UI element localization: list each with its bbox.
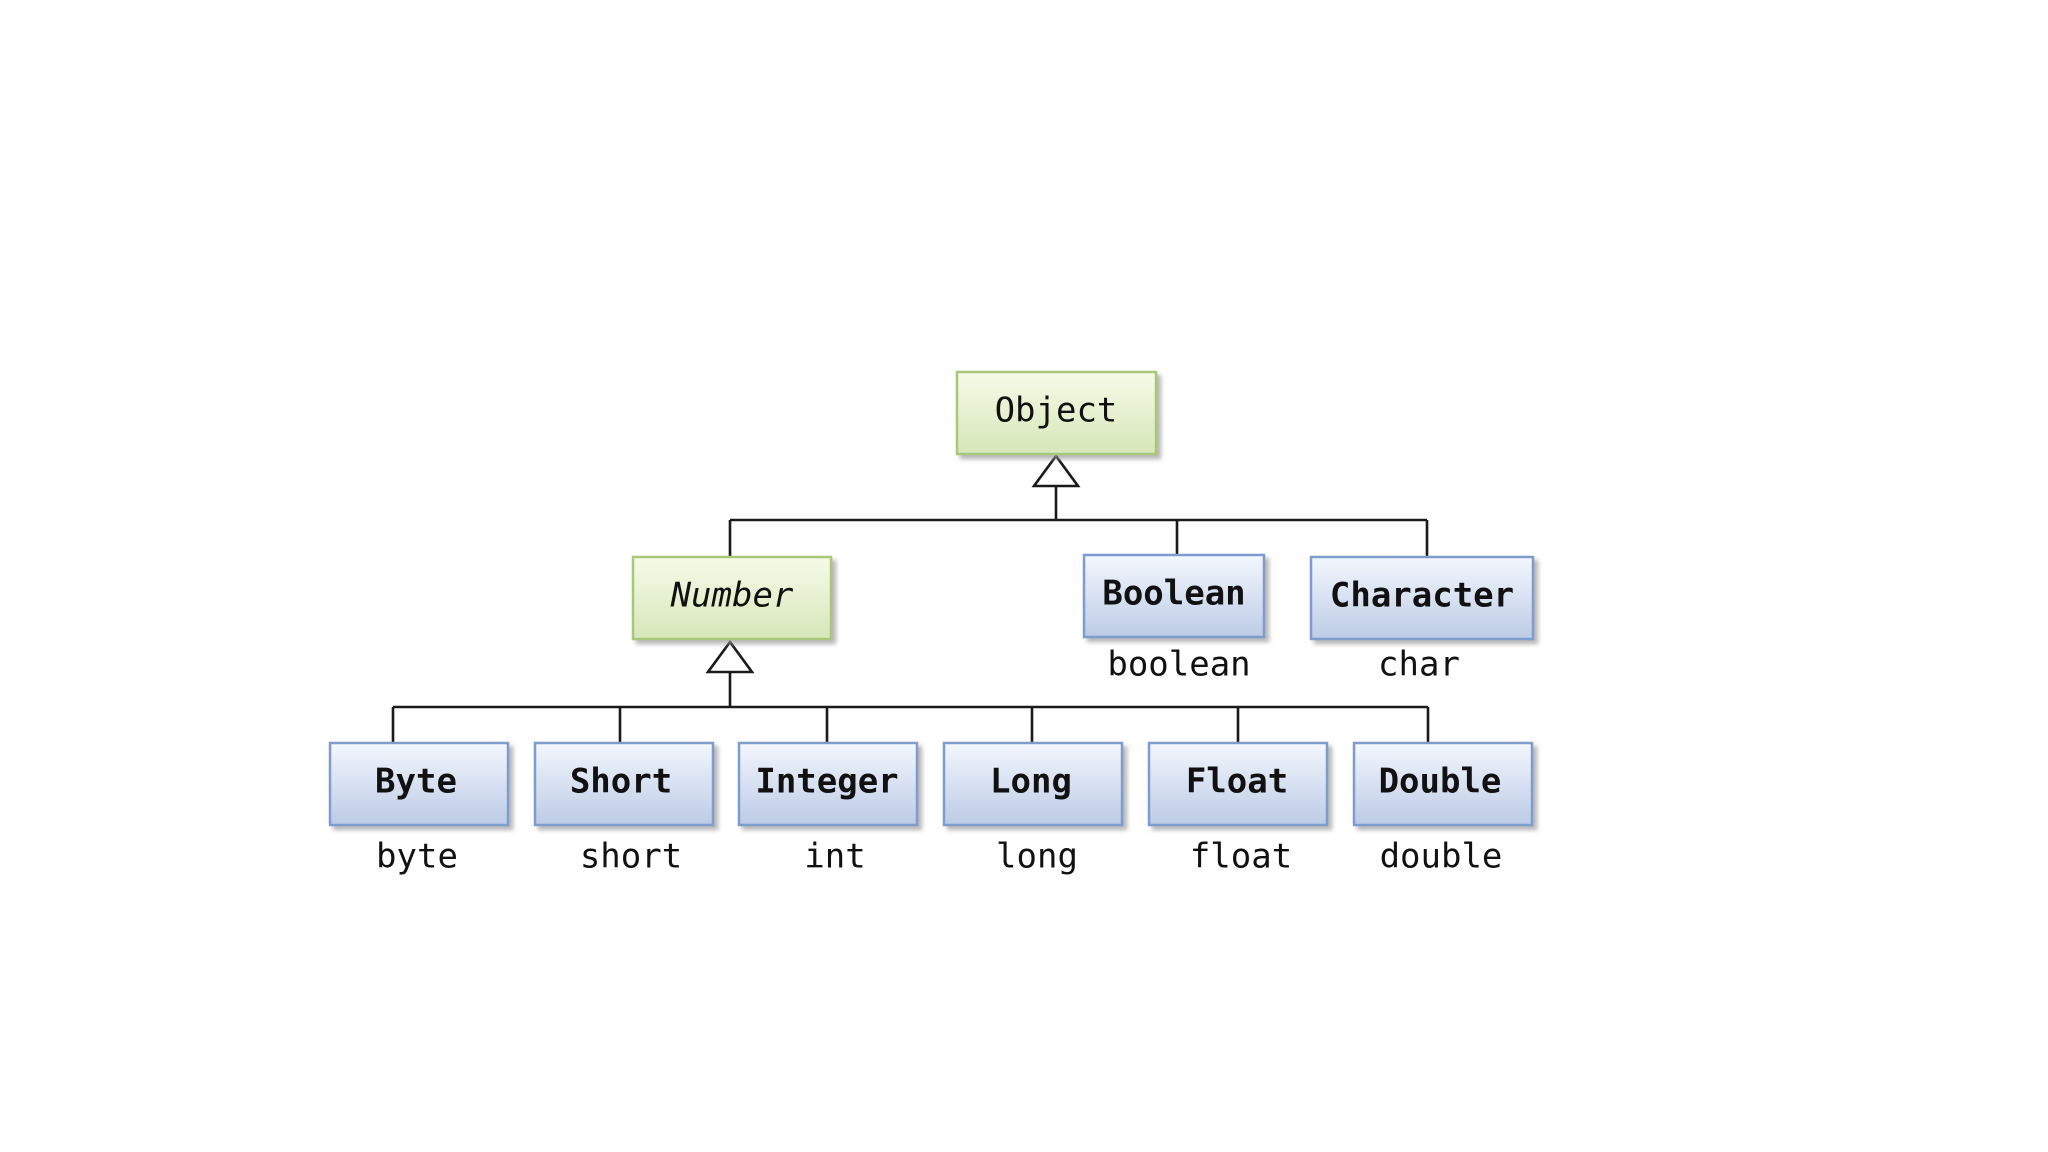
class-box-short (533, 741, 715, 827)
inheritance-arrow-icon (1031, 453, 1081, 488)
class-label-double: Double (1379, 762, 1502, 802)
primitive-label-short: short (580, 837, 682, 877)
class-label-long: Long (990, 762, 1072, 802)
class-label-byte: Byte (375, 762, 457, 802)
class-label-float: Float (1186, 762, 1288, 802)
class-box-double (1352, 741, 1534, 827)
class-label-integer: Integer (755, 762, 898, 802)
inheritance-arrow-icon (705, 639, 755, 674)
class-label-object: Object (995, 391, 1118, 431)
class-box-byte (328, 741, 510, 827)
primitive-label-byte: byte (376, 837, 458, 877)
class-box-number (631, 555, 833, 641)
primitive-label-int: int (804, 837, 865, 877)
class-label-boolean: Boolean (1102, 574, 1245, 614)
class-box-float (1147, 741, 1329, 827)
primitive-label-double: double (1380, 837, 1503, 877)
class-label-short: Short (570, 762, 672, 802)
class-label-character: Character (1330, 576, 1514, 616)
class-box-long (942, 741, 1124, 827)
class-box-object (955, 370, 1158, 456)
primitive-label-boolean: boolean (1107, 645, 1250, 685)
class-box-integer (737, 741, 919, 827)
primitive-label-float: float (1190, 837, 1292, 877)
connectors-object (728, 453, 1429, 556)
class-box-boolean (1082, 553, 1266, 639)
primitive-label-char: char (1378, 645, 1460, 685)
class-box-character (1309, 555, 1535, 641)
connectors-number (391, 639, 1430, 742)
primitive-label-long: long (996, 837, 1078, 877)
class-label-number: Number (670, 576, 794, 616)
